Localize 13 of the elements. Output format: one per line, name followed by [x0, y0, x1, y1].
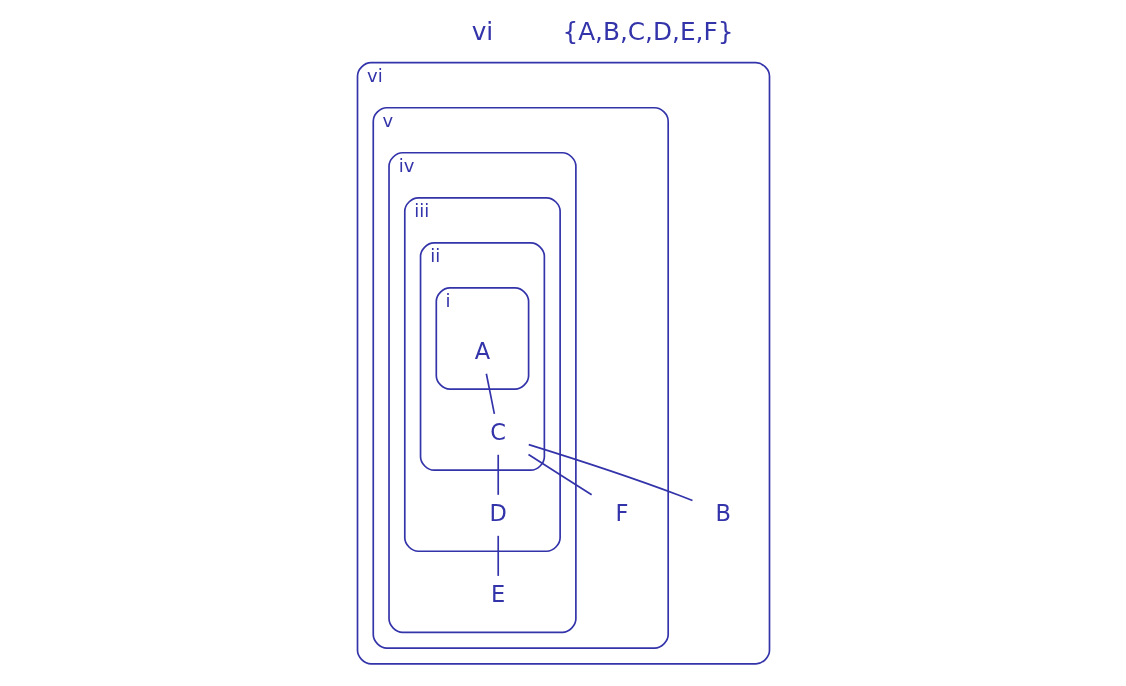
connector [485, 372, 495, 415]
node-text: D [489, 499, 507, 526]
connector [527, 453, 592, 496]
label: vi [471, 16, 493, 46]
node-text: E [490, 580, 505, 607]
node-text: F [615, 499, 629, 526]
label: {A,B,C,D,E,F} [561, 16, 733, 46]
connector [527, 443, 693, 502]
node-text: C [489, 418, 506, 445]
node-text: A [474, 337, 490, 364]
connector [496, 453, 499, 496]
connector [496, 534, 499, 577]
node-text: B [715, 499, 731, 526]
